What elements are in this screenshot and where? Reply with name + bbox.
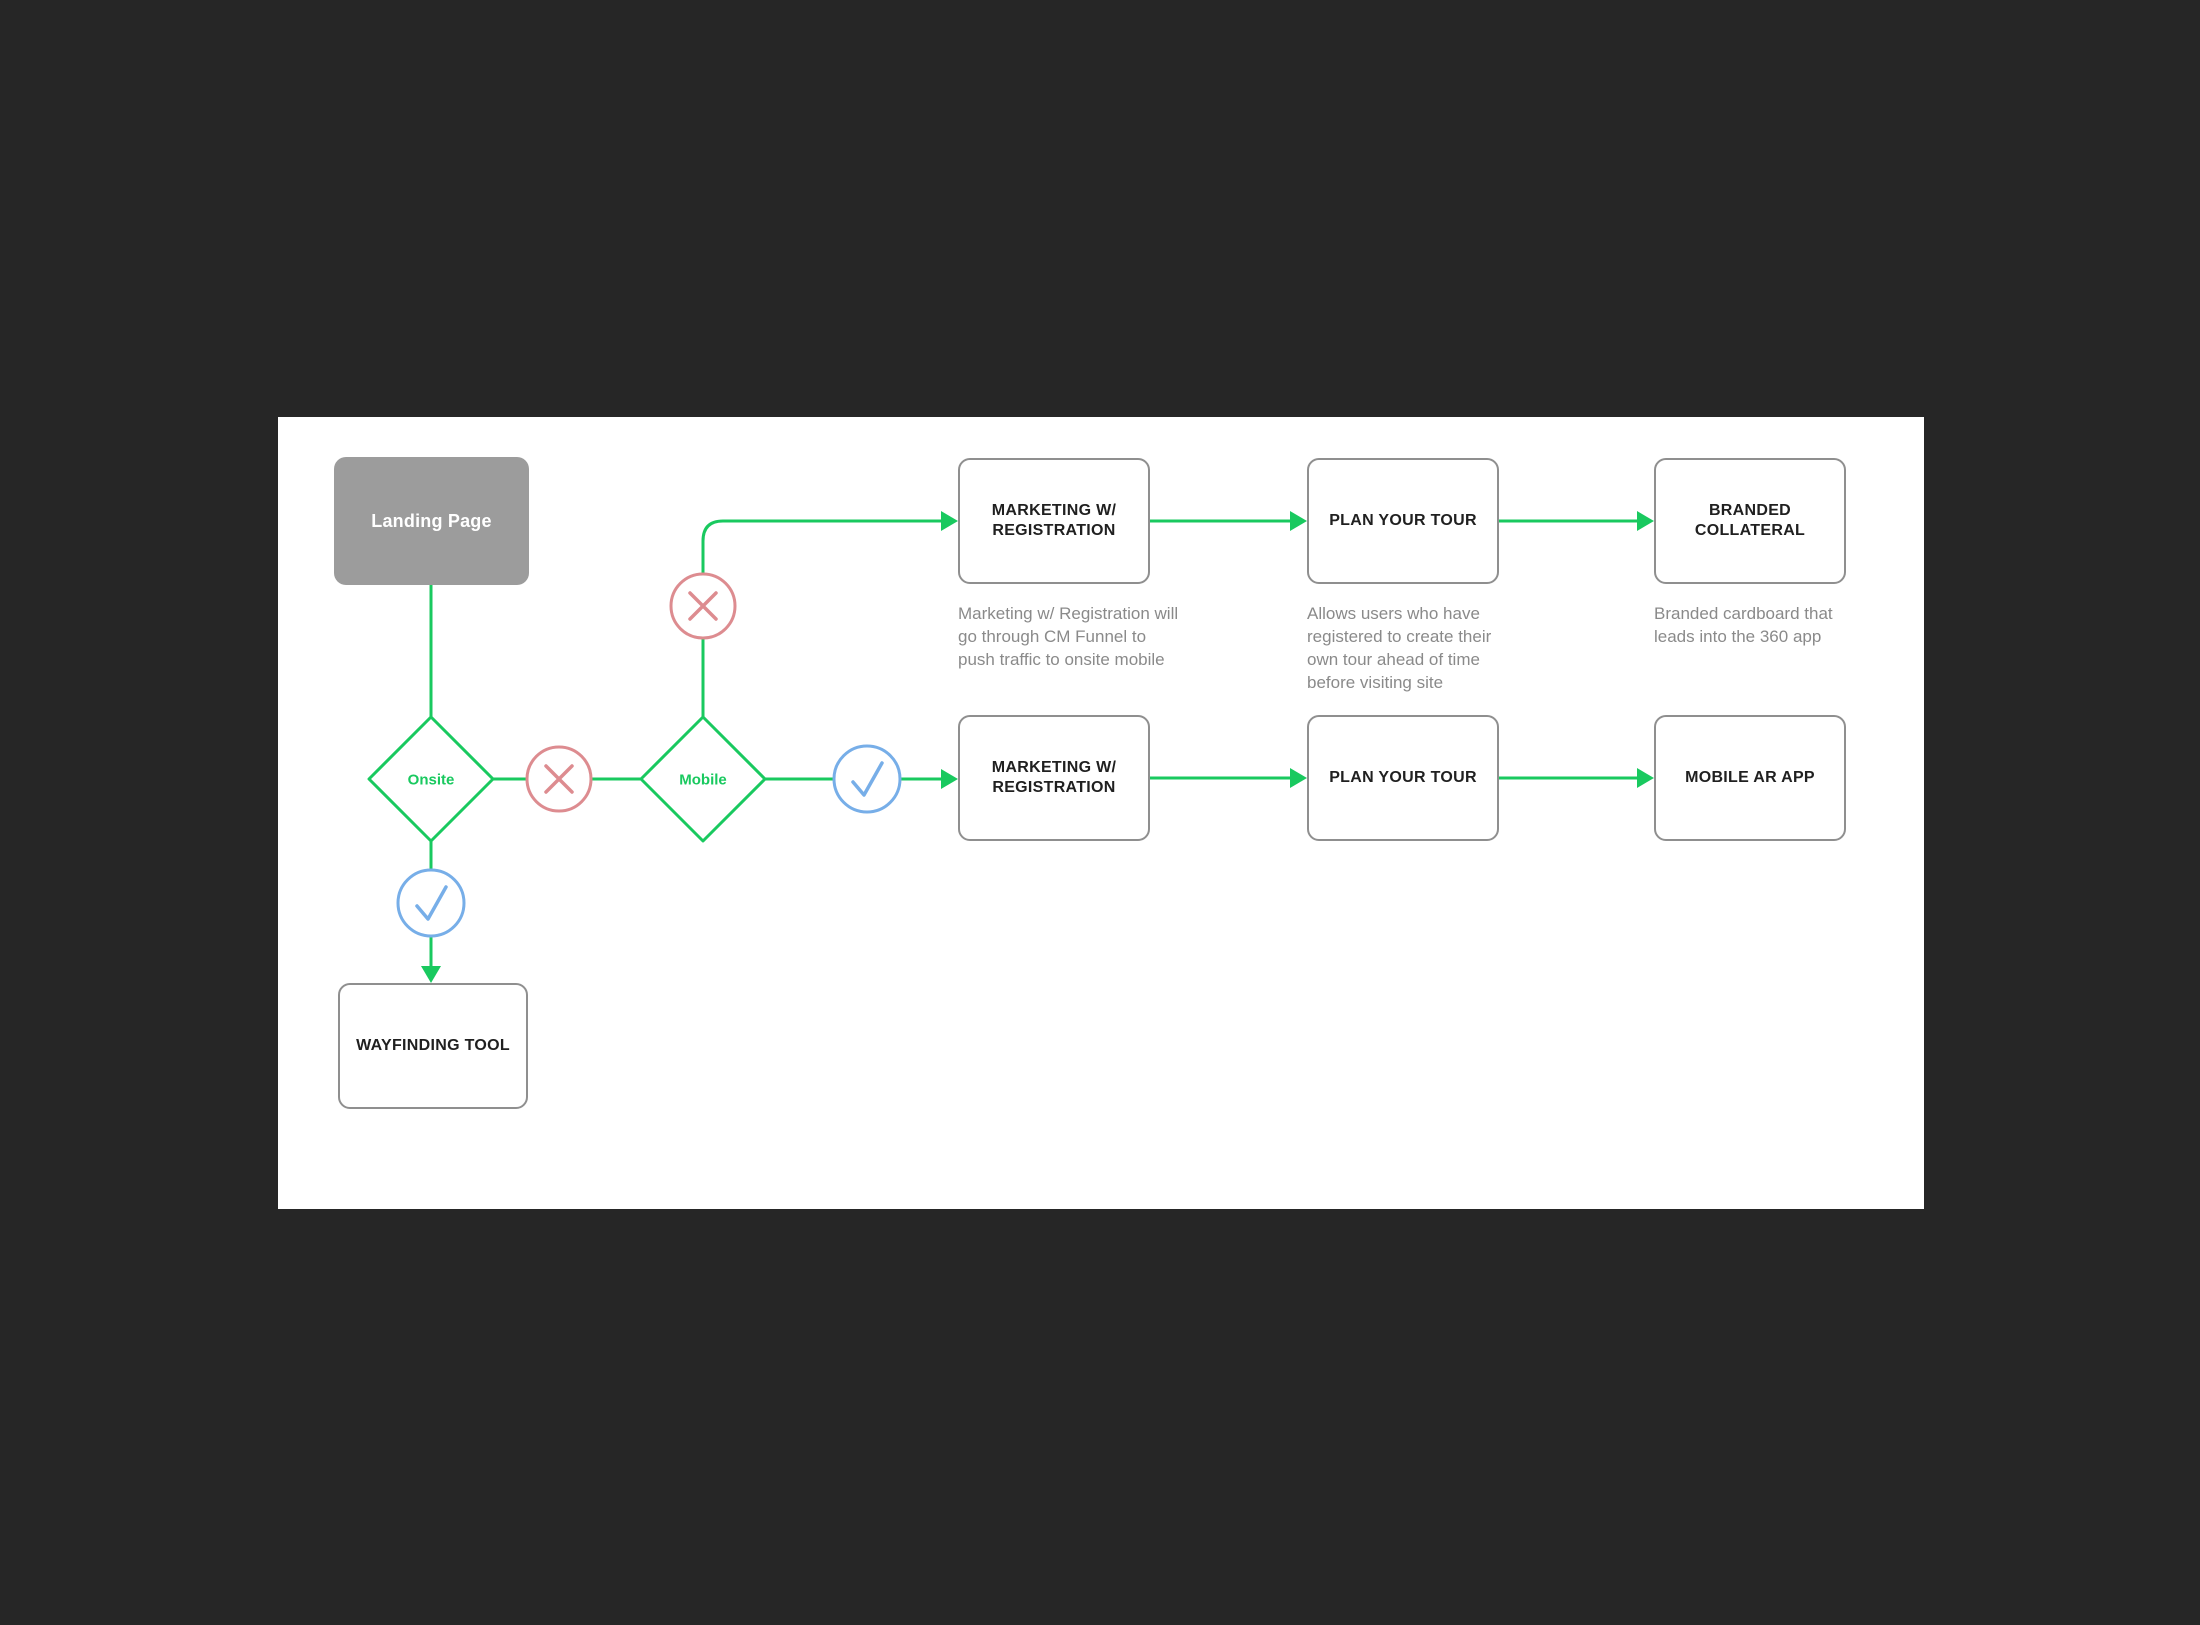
x-icon: [544, 764, 574, 794]
node-label: PLAN YOUR TOUR: [1329, 769, 1477, 786]
node-label: MOBILE AR APP: [1685, 769, 1815, 786]
flow-lines: [429, 519, 1640, 969]
reject-marker: [669, 572, 737, 640]
arrowhead-icon: [1290, 511, 1307, 531]
node-marketing-registration-top: MARKETING W/ REGISTRATION: [958, 458, 1150, 584]
arrowhead-icon: [1290, 768, 1307, 788]
node-wayfinding-tool: WAYFINDING TOOL: [338, 983, 528, 1109]
node-label: Landing Page: [371, 511, 492, 531]
check-icon: [851, 761, 884, 797]
arrowhead-icon: [941, 769, 958, 789]
arrowhead-icon: [1637, 511, 1654, 531]
node-mobile-ar-app: MOBILE AR APP: [1654, 715, 1846, 841]
reject-marker: [525, 745, 593, 813]
node-landing-page: Landing Page: [334, 457, 529, 585]
node-marketing-registration-bottom: MARKETING W/ REGISTRATION: [958, 715, 1150, 841]
decision-label-onsite: Onsite: [407, 771, 455, 789]
approve-marker: [832, 744, 902, 814]
flowchart-canvas: Landing Page MARKETING W/ REGISTRATION P…: [278, 417, 1924, 1209]
arrowhead-icon: [421, 966, 441, 983]
check-icon: [415, 885, 448, 921]
node-label: MARKETING W/ REGISTRATION: [991, 502, 1117, 539]
node-label: WAYFINDING TOOL: [356, 1037, 510, 1054]
node-plan-your-tour-bottom: PLAN YOUR TOUR: [1307, 715, 1499, 841]
arrowhead-icon: [1637, 768, 1654, 788]
node-label: PLAN YOUR TOUR: [1329, 512, 1477, 529]
node-branded-collateral: BRANDED COLLATERAL: [1654, 458, 1846, 584]
edge-reject2-to-marketing-top: [701, 519, 944, 574]
approve-marker: [396, 868, 466, 938]
node-label: BRANDED COLLATERAL: [1694, 502, 1806, 539]
arrowhead-icon: [941, 511, 958, 531]
caption-plan-your-tour: Allows users who have registered to crea…: [1307, 604, 1492, 692]
caption-branded-collateral: Branded cardboard that leads into the 36…: [1654, 604, 1833, 646]
arrowheads: [421, 511, 1654, 983]
x-icon: [688, 591, 718, 621]
caption-marketing-registration: Marketing w/ Registration will go throug…: [958, 604, 1179, 669]
node-label: MARKETING W/ REGISTRATION: [991, 759, 1117, 796]
decision-diamond-mobile: [639, 715, 767, 843]
decision-diamond-onsite: [367, 715, 495, 843]
node-plan-your-tour-top: PLAN YOUR TOUR: [1307, 458, 1499, 584]
decision-label-mobile: Mobile: [679, 771, 727, 789]
connector-layer: [367, 511, 1654, 983]
